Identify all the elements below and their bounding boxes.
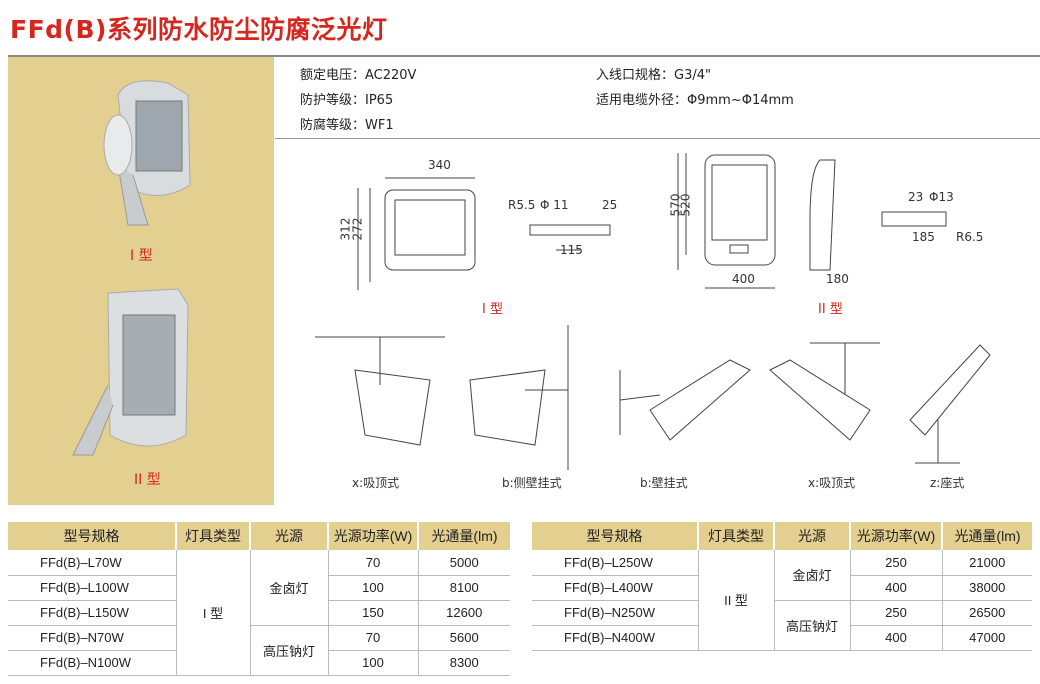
dim-phi11: Φ 11 [540, 198, 569, 212]
model-cell: FFd(B)–L250W [532, 550, 699, 576]
spec-protection: 防护等级：IP65 [300, 93, 394, 108]
col-header-type: 灯具类型 [176, 522, 251, 550]
power-cell: 250 [850, 600, 943, 626]
divider [275, 138, 1040, 139]
source-cell: 金卤灯 [250, 550, 329, 626]
spec-anticorrosion: 防腐等级：WF1 [300, 118, 394, 133]
type1-photo-label: I 型 [130, 248, 153, 264]
spec-voltage: 额定电压：AC220V [300, 68, 417, 83]
col-header-source: 光源 [250, 522, 329, 550]
dim-272: 272 [350, 217, 365, 241]
type1-dimension-drawing [357, 177, 611, 290]
model-cell: FFd(B)–N70W [8, 625, 177, 651]
source-cell: 高压钠灯 [250, 625, 329, 676]
model-cell: FFd(B)–L70W [8, 550, 177, 576]
type-cell: II 型 [698, 550, 775, 651]
dim-23: 23 [908, 190, 924, 204]
flux-cell: 12600 [418, 600, 510, 626]
mount-label-1: x:吸顶式 [352, 476, 400, 490]
flux-cell: 5600 [418, 625, 510, 651]
col-header-power: 光源功率(W) [850, 522, 943, 550]
power-cell: 400 [850, 625, 943, 651]
spec-inlet: 入线口规格：G3/4" [596, 68, 711, 83]
power-cell: 150 [328, 600, 419, 626]
mount-label-5: z:座式 [930, 476, 965, 490]
dim-185: 185 [912, 230, 935, 244]
flux-cell: 21000 [942, 550, 1032, 576]
mount-label-2: b:侧壁挂式 [502, 476, 562, 490]
type1-drawing-label: I 型 [482, 302, 503, 317]
divider [8, 55, 1040, 57]
col-header-source: 光源 [774, 522, 851, 550]
dim-25: 25 [602, 198, 618, 212]
flux-cell: 8100 [418, 575, 510, 601]
source-cell: 高压钠灯 [774, 600, 851, 651]
dim-180: 180 [826, 272, 849, 286]
type2-drawing-label: II 型 [818, 302, 843, 317]
type2-photo-label: II 型 [134, 472, 161, 488]
flux-cell: 26500 [942, 600, 1032, 626]
spec-table-type1: 型号规格 灯具类型 光源 光源功率(W) 光通量(lm) FFd(B)–L70W… [8, 522, 510, 676]
product-photo-panel: I 型 II 型 [8, 57, 274, 505]
dim-115: 115 [560, 243, 583, 257]
model-cell: FFd(B)–N400W [532, 625, 699, 651]
power-cell: 100 [328, 650, 419, 676]
type-cell: I 型 [176, 550, 251, 676]
col-header-flux: 光通量(lm) [942, 522, 1032, 550]
model-cell: FFd(B)–L400W [532, 575, 699, 601]
col-header-model: 型号规格 [532, 522, 699, 550]
flux-cell: 38000 [942, 575, 1032, 601]
dim-520: 520 [678, 193, 693, 217]
model-cell: FFd(B)–L150W [8, 600, 177, 626]
power-cell: 400 [850, 575, 943, 601]
spec-cable: 适用电缆外径：Φ9mm~Φ14mm [596, 93, 794, 108]
flux-cell: 5000 [418, 550, 510, 576]
flux-cell: 47000 [942, 625, 1032, 651]
col-header-power: 光源功率(W) [328, 522, 419, 550]
mount-label-3: b:壁挂式 [640, 476, 688, 490]
model-cell: FFd(B)–L100W [8, 575, 177, 601]
dim-r65: R6.5 [956, 230, 984, 244]
col-header-flux: 光通量(lm) [418, 522, 510, 550]
col-header-model: 型号规格 [8, 522, 177, 550]
power-cell: 250 [850, 550, 943, 576]
mount-label-4: x:吸顶式 [808, 476, 856, 490]
type2-lamp-photo [72, 288, 189, 456]
power-cell: 100 [328, 575, 419, 601]
flux-cell: 8300 [418, 650, 510, 676]
model-cell: FFd(B)–N100W [8, 650, 177, 676]
source-cell: 金卤灯 [774, 550, 851, 601]
col-header-type: 灯具类型 [698, 522, 775, 550]
power-cell: 70 [328, 550, 419, 576]
type1-lamp-photo [103, 80, 191, 226]
spec-table-type2: 型号规格 灯具类型 光源 光源功率(W) 光通量(lm) FFd(B)–L250… [532, 522, 1032, 651]
model-cell: FFd(B)–N250W [532, 600, 699, 626]
dim-phi13: Φ13 [929, 190, 954, 204]
page-title: FFd(B)系列防水防尘防腐泛光灯 [10, 15, 388, 44]
dim-r55: R5.5 [508, 198, 536, 212]
dim-400: 400 [732, 272, 755, 286]
dim-340: 340 [428, 158, 451, 172]
power-cell: 70 [328, 625, 419, 651]
type2-dimension-drawing [677, 153, 947, 289]
mounting-drawings [315, 325, 991, 470]
